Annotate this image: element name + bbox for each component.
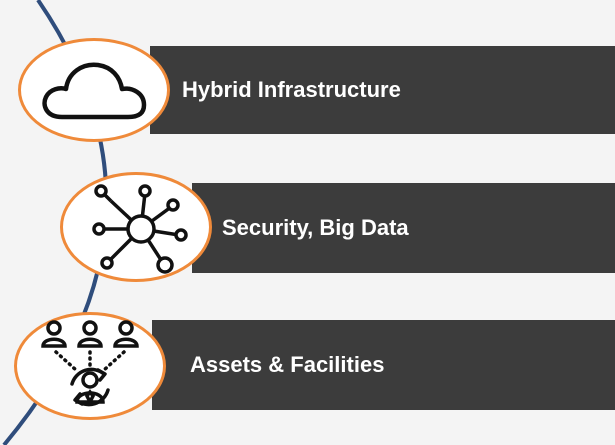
cloud-icon: [42, 62, 147, 120]
icon-circle: [60, 172, 212, 282]
list-item-assets-facilities: Assets & Facilities: [0, 312, 615, 422]
item-bar: Security, Big Data: [192, 183, 615, 273]
item-bar: Assets & Facilities: [152, 320, 615, 410]
network-hub-icon: [92, 184, 188, 274]
item-label: Hybrid Infrastructure: [182, 77, 401, 102]
icon-circle: [14, 312, 166, 420]
item-label: Security, Big Data: [222, 215, 409, 240]
icon-circle: [18, 38, 170, 142]
list-item-hybrid-infrastructure: Hybrid Infrastructure: [0, 38, 615, 148]
item-label: Assets & Facilities: [190, 352, 385, 377]
item-bar: Hybrid Infrastructure: [150, 46, 615, 134]
list-item-security-big-data: Security, Big Data: [0, 172, 615, 282]
people-cycle-icon: [41, 320, 139, 407]
